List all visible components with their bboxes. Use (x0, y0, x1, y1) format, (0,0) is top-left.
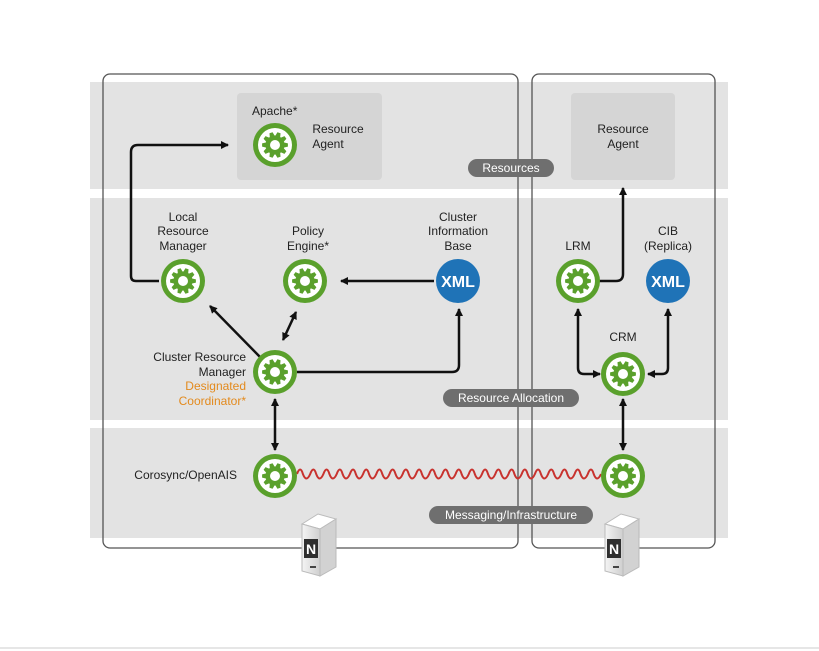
cib-right-label-line1: CIB (658, 224, 678, 238)
cib-right-label-line2: (Replica) (644, 239, 692, 253)
policy-engine-label-line1: Policy (292, 224, 324, 238)
crm-label-line1: Cluster Resource (153, 350, 246, 364)
crm-right-label: CRM (609, 330, 636, 344)
server-left-badge: N (306, 541, 316, 557)
server-right-badge: N (609, 541, 619, 557)
xml-right-label: XML (651, 274, 685, 291)
xml-cib-left: XML (436, 259, 480, 303)
resource-allocation-pill: Resource Allocation (443, 389, 579, 407)
resource-agent-right-line2: Agent (607, 137, 639, 151)
crm-policy-arrow (281, 311, 298, 341)
server-icon-right: N (603, 513, 641, 577)
lrm-right-to-agent-arrow (599, 187, 627, 283)
lrm-to-apache-arrow (129, 141, 229, 283)
cib-label-line1: Cluster (439, 210, 477, 224)
apache-gear-icon (253, 123, 297, 167)
corosync-right-gear-icon (601, 454, 645, 498)
apache-label: Apache* (252, 104, 298, 118)
crm-to-cib-arrow (297, 308, 463, 374)
messaging-pill: Messaging/Infrastructure (429, 506, 593, 524)
crm-to-lrm-arrow (209, 305, 262, 359)
resource-allocation-pill-label: Resource Allocation (458, 391, 564, 405)
resources-pill: Resources (468, 159, 554, 177)
lrm-label-line3: Manager (159, 239, 206, 253)
gear-icons (161, 123, 645, 498)
server-icon-left: N (300, 513, 338, 577)
crm-right-lrm-arrow (574, 308, 601, 378)
crm-right-cib-arrow (647, 308, 672, 378)
xml-left-label: XML (441, 274, 475, 291)
resource-agent-right-line1: Resource (597, 122, 649, 136)
xml-cib-right: XML (646, 259, 690, 303)
resources-pill-label: Resources (482, 161, 539, 175)
lrm-label-line2: Resource (157, 224, 209, 238)
lrm-right-label: LRM (565, 239, 590, 253)
messaging-pill-label: Messaging/Infrastructure (445, 508, 577, 522)
dc-label-line1: Designated (185, 379, 246, 393)
cib-label-line2: Information (428, 224, 488, 238)
crm-right-gear-icon (601, 352, 645, 396)
policy-engine-gear-icon (283, 259, 327, 303)
resource-agent-left-line1: Resource (312, 122, 364, 136)
corosync-gear-icon (253, 454, 297, 498)
connector-lines (129, 141, 672, 451)
crm-label-line2: Manager (199, 365, 246, 379)
policy-engine-label-line2: Engine* (287, 239, 329, 253)
cib-label-line3: Base (444, 239, 472, 253)
lrm-right-gear-icon (556, 259, 600, 303)
crm-gear-icon (253, 350, 297, 394)
lrm-gear-icon (161, 259, 205, 303)
resource-agent-left-line2: Agent (312, 137, 344, 151)
dc-label-line2: Coordinator* (179, 394, 247, 408)
heartbeat-link (296, 468, 602, 480)
resource-agent-box-right (571, 93, 675, 180)
lrm-label-line1: Local (169, 210, 198, 224)
corosync-label: Corosync/OpenAIS (134, 468, 237, 482)
